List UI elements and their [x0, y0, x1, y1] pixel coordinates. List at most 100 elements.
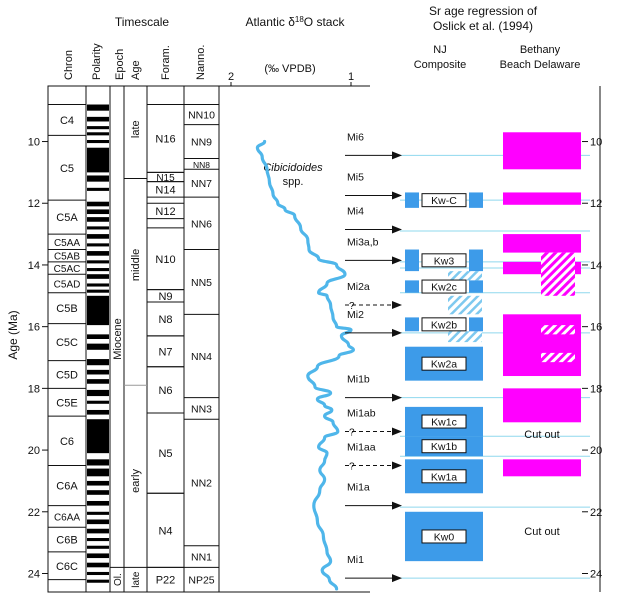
nj-sequence-label-box — [421, 317, 467, 332]
foram-zone-label: N5 — [158, 448, 172, 460]
bethany-cutout-label: Cut out — [524, 429, 559, 441]
chron-label: C5AD — [54, 279, 81, 290]
event-label: Mi4 — [347, 205, 364, 217]
polarity-normal-band — [87, 468, 109, 477]
bb-header-line2: Beach Delaware — [500, 59, 581, 71]
age-label: middle — [130, 249, 142, 281]
bethany-cutout-label: Cut out — [524, 526, 559, 538]
nj-sequence-label-box — [421, 529, 467, 544]
age-label: early — [130, 469, 142, 493]
iso-unit-label: (‰ VPDB) — [264, 63, 315, 75]
age-tick-label-right: 10 — [590, 137, 602, 149]
polarity-normal-band — [87, 334, 109, 339]
chron-label: C5 — [60, 163, 74, 175]
polarity-normal-band — [87, 139, 109, 144]
d18o-stack-curve — [255, 139, 356, 591]
polarity-normal-band — [87, 209, 109, 215]
foram-zone-label: N16 — [155, 133, 175, 145]
polarity-normal-band — [87, 260, 109, 264]
event-label: Mi1aa — [347, 442, 376, 454]
event-label: Mi1ab — [347, 408, 376, 420]
event-uncertain-mark: ? — [349, 462, 355, 473]
polarity-normal-band — [87, 511, 109, 515]
foram-zone-label: N7 — [158, 346, 172, 358]
event-label: Mi1b — [347, 374, 370, 386]
event-label: Mi3a,b — [347, 236, 379, 248]
nanno-zone-label: NN4 — [191, 351, 212, 363]
event-arrow-head — [392, 256, 402, 265]
foram-zone-label: N4 — [158, 525, 172, 537]
polarity-normal-band — [87, 500, 109, 506]
polarity-normal-band — [87, 234, 109, 239]
event-arrow-head — [392, 574, 402, 583]
nanno-zone-label: NN3 — [191, 403, 212, 415]
nj-sequence-label-box — [421, 356, 467, 371]
polarity-normal-band — [87, 545, 109, 549]
bb-header-line1: Bethany — [520, 44, 561, 56]
chron-label: C6B — [56, 535, 77, 547]
bethany-sequence-block — [503, 459, 581, 477]
event-arrow-head — [392, 461, 402, 470]
polarity-normal-band — [87, 343, 109, 350]
nanno-zone-label: NN1 — [191, 552, 212, 564]
polarity-normal-band — [87, 251, 109, 256]
age-tick-label-right: 18 — [590, 383, 602, 395]
event-arrow-head — [392, 427, 402, 436]
chron-label: C5B — [56, 303, 77, 315]
event-label: Mi6 — [347, 131, 364, 143]
nj-sequence-label-box — [421, 279, 467, 294]
age-tick-label-left: 24 — [28, 568, 40, 580]
species-line1: Cibicidoides — [263, 162, 323, 174]
epoch-label-oligocene: Ol. — [113, 573, 124, 586]
foram-zone-label: N14 — [155, 184, 175, 196]
age-tick-label-right: 20 — [590, 445, 602, 457]
nj-sequence-label: Kw1b — [431, 441, 457, 453]
polarity-normal-band — [87, 104, 109, 111]
chron-label: C6A — [56, 481, 78, 493]
column-frame — [183, 85, 220, 593]
nj-sequence-label: Kw-C — [431, 195, 457, 207]
nj-sequence-block — [405, 280, 419, 293]
event-arrow-head — [392, 301, 402, 310]
bethany-sequence-block — [503, 388, 581, 423]
age-tick-label-left: 18 — [28, 383, 40, 395]
age-tick-label-left: 22 — [28, 507, 40, 519]
nj-sequence-block — [469, 192, 483, 208]
polarity-normal-band — [87, 289, 109, 293]
timescale-columns: C4C5C5AC5AAC5ABC5ACC5ADC5BC5CC5DC5EC6C6A… — [47, 85, 220, 593]
species-line2: spp. — [283, 176, 304, 188]
polarity-normal-band — [87, 359, 109, 366]
chron-label: C5D — [56, 369, 78, 381]
polarity-normal-band — [87, 400, 109, 404]
polarity-normal-band — [87, 147, 109, 173]
chron-label: C5A — [56, 212, 78, 224]
foram-zone-label: N10 — [155, 254, 175, 266]
polarity-normal-band — [87, 519, 109, 525]
polarity-normal-band — [87, 538, 109, 542]
foram-zone-label: N12 — [155, 206, 175, 218]
nj-sequence-block — [405, 317, 419, 332]
event-arrow-head — [392, 328, 402, 337]
nj-sequence-label: Kw2a — [431, 359, 457, 371]
chron-label: C6 — [60, 436, 74, 448]
polarity-normal-band — [87, 490, 109, 495]
chron-label: C6C — [56, 561, 78, 573]
event-arrow-head — [392, 151, 402, 160]
event-label: Mi5 — [347, 172, 364, 184]
nj-sequence-label-box — [421, 414, 467, 429]
chron-label: C5AB — [54, 252, 80, 263]
col-header-age: Age — [130, 60, 142, 80]
polarity-normal-band — [87, 268, 109, 272]
nanno-zone-label: NN9 — [191, 137, 212, 149]
nj-sequence-block — [469, 317, 483, 332]
nanno-zone-label: NP25 — [188, 575, 214, 587]
polarity-normal-band — [87, 459, 109, 466]
polarity-normal-band — [87, 553, 109, 559]
bethany-sequence-block — [503, 234, 581, 253]
y-axis-label: Age (Ma) — [6, 310, 20, 359]
bethany-uncertainty-hatch — [541, 252, 575, 281]
event-label: Mi2a — [347, 281, 370, 293]
event-arrow-head — [392, 225, 402, 234]
